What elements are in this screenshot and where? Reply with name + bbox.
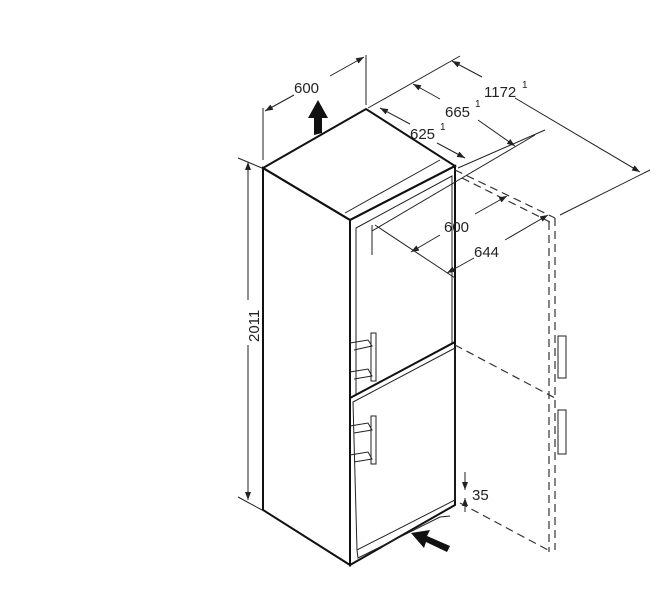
dim-625-label: 625 [410,126,435,143]
footnote-mark: 1 [522,80,528,91]
footnote-mark: 1 [475,99,481,110]
dim-35-label: 35 [472,487,489,504]
footnote-mark: 1 [440,122,446,133]
hinge-icon [557,335,567,455]
open-door-outline [454,169,567,552]
dim-width: 600 [262,55,367,160]
dim-inner-depth: 600 644 [371,134,549,279]
dim-644-label: 644 [474,244,499,261]
lower-door-handle [349,415,377,465]
fridge-body [261,107,458,567]
upper-door-handle [349,332,377,382]
upper-door [349,175,456,399]
dim-600-depth-label: 600 [444,219,469,236]
dim-plinth: 35 [462,472,489,512]
dim-height-label: 2011 [246,310,263,342]
dim-width-label: 600 [294,80,319,97]
arrow-up-icon [308,100,328,135]
dim-depth-lines: 625 1 665 1 1172 1 [367,55,651,216]
dim-1172-label: 1172 [484,84,516,101]
airflow-arrow-icon [411,530,450,552]
dim-665-label: 665 [445,104,470,121]
lower-door [352,347,456,559]
dim-height: 2011 [237,157,263,511]
